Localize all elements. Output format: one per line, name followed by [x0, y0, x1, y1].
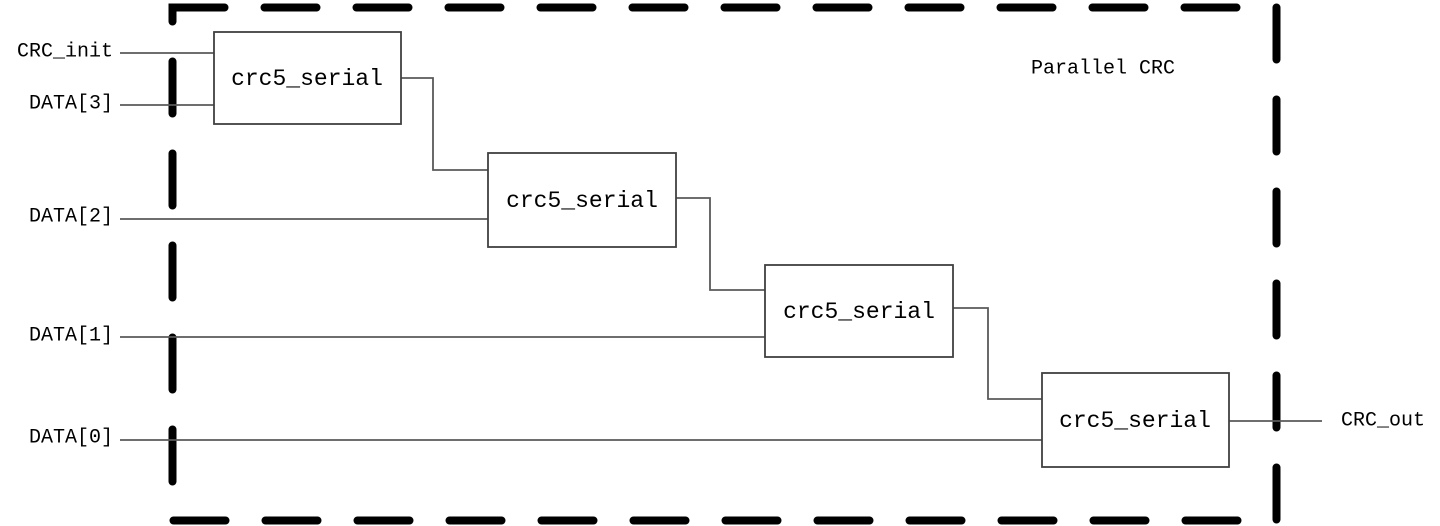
module-label: crc5_serial: [506, 188, 658, 214]
input-label-data2: DATA[2]: [29, 205, 113, 228]
input-label-data0: DATA[0]: [29, 426, 113, 449]
module-box: [1041, 372, 1230, 468]
module-crc5-serial-2: crc5_serial: [487, 152, 677, 248]
module-label: crc5_serial: [1059, 408, 1211, 434]
module-box: [213, 31, 402, 125]
wire-stage2-to-stage3: [676, 197, 765, 291]
boundary-title: Parallel CRC: [1031, 57, 1175, 80]
module-crc5-serial-4: crc5_serial: [1041, 372, 1230, 468]
module-crc5-serial-1: crc5_serial: [213, 31, 402, 125]
wire-stage3-to-stage4: [953, 307, 1042, 400]
wire-stage1-to-stage2: [401, 77, 488, 171]
output-label-crc-out: CRC_out: [1341, 409, 1425, 432]
module-label: crc5_serial: [783, 299, 935, 325]
module-box: [487, 152, 677, 248]
input-label-data3: DATA[3]: [29, 92, 113, 115]
module-crc5-serial-3: crc5_serial: [764, 264, 954, 358]
parallel-crc-boundary: [168, 3, 1281, 525]
input-label-data1: DATA[1]: [29, 324, 113, 347]
module-label: crc5_serial: [231, 66, 383, 92]
input-label-crc-init: CRC_init: [17, 40, 113, 63]
module-box: [764, 264, 954, 358]
